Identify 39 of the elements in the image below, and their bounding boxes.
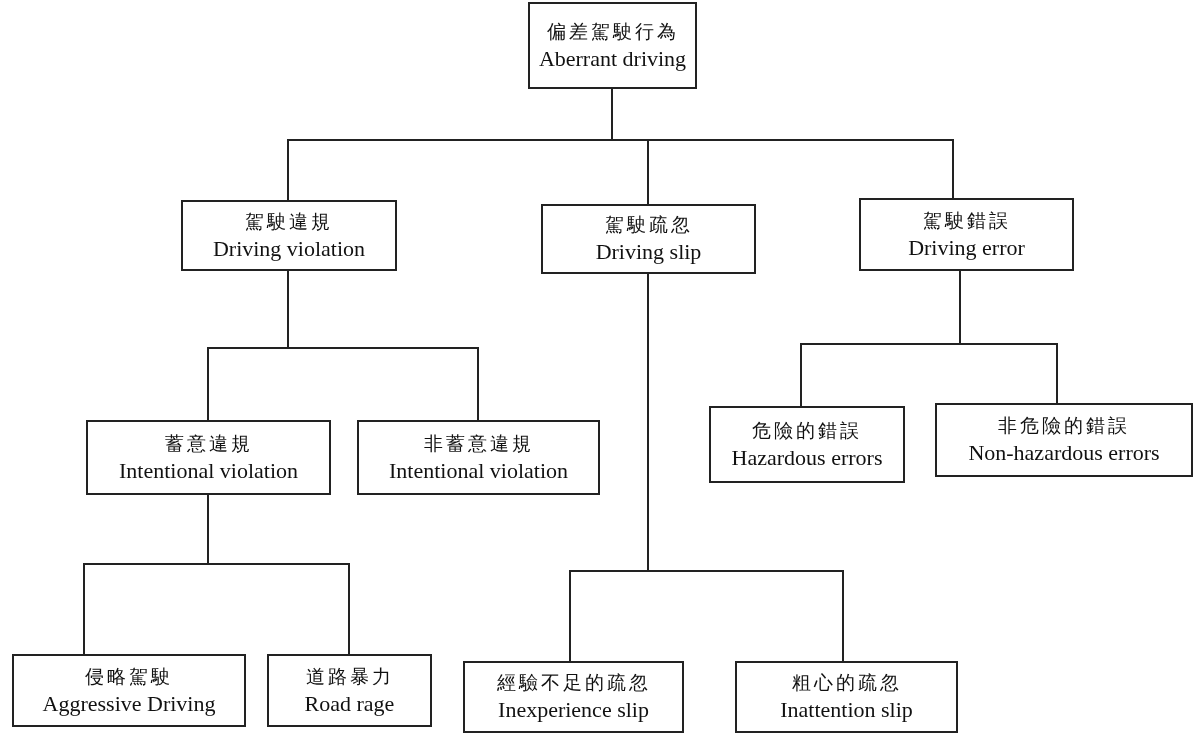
category-box bbox=[181, 200, 397, 271]
english-label: Non-hazardous errors bbox=[968, 439, 1160, 467]
english-label: Driving error bbox=[908, 233, 1025, 262]
chinese-label: 蓄意違規 bbox=[164, 431, 253, 456]
chinese-label: 非蓄意違規 bbox=[423, 431, 534, 456]
category-box bbox=[859, 198, 1074, 271]
english-label: Hazardous errors bbox=[731, 443, 883, 472]
connector-line bbox=[959, 270, 1058, 404]
connector-line bbox=[207, 494, 350, 655]
chinese-label: 駕駛疏忽 bbox=[604, 213, 693, 237]
connector-line bbox=[287, 270, 479, 421]
category-box bbox=[935, 403, 1193, 477]
category-box bbox=[735, 661, 958, 733]
english-label: Aggressive Driving bbox=[42, 689, 216, 718]
chinese-label: 駕駛錯誤 bbox=[922, 208, 1011, 233]
chinese-label: 道路暴力 bbox=[305, 664, 394, 689]
category-box bbox=[463, 661, 684, 733]
chinese-label: 非危險的錯誤 bbox=[998, 414, 1130, 438]
category-box bbox=[357, 420, 600, 495]
english-label: Inattention slip bbox=[780, 696, 913, 724]
english-label: Intentional violation bbox=[389, 456, 568, 485]
chinese-label: 偏差駕駛行為 bbox=[546, 19, 679, 44]
category-box bbox=[541, 204, 756, 274]
category-box bbox=[267, 654, 432, 727]
category-box bbox=[709, 406, 905, 483]
chinese-label: 粗心的疏忽 bbox=[791, 671, 902, 695]
chinese-label: 侵略駕駛 bbox=[85, 664, 173, 689]
chinese-label: 經驗不足的疏忽 bbox=[496, 671, 651, 695]
category-box bbox=[12, 654, 246, 727]
english-label: Intentional violation bbox=[119, 456, 298, 485]
english-label: Road rage bbox=[304, 689, 395, 718]
chinese-label: 駕駛違規 bbox=[245, 209, 333, 234]
english-label: Inexperience slip bbox=[498, 696, 649, 724]
chinese-label: 危險的錯誤 bbox=[752, 418, 862, 443]
english-label: Aberrant driving bbox=[538, 44, 687, 73]
english-label: Driving violation bbox=[212, 234, 366, 263]
category-box bbox=[528, 2, 697, 89]
english-label: Driving slip bbox=[595, 238, 702, 266]
category-box bbox=[86, 420, 331, 495]
